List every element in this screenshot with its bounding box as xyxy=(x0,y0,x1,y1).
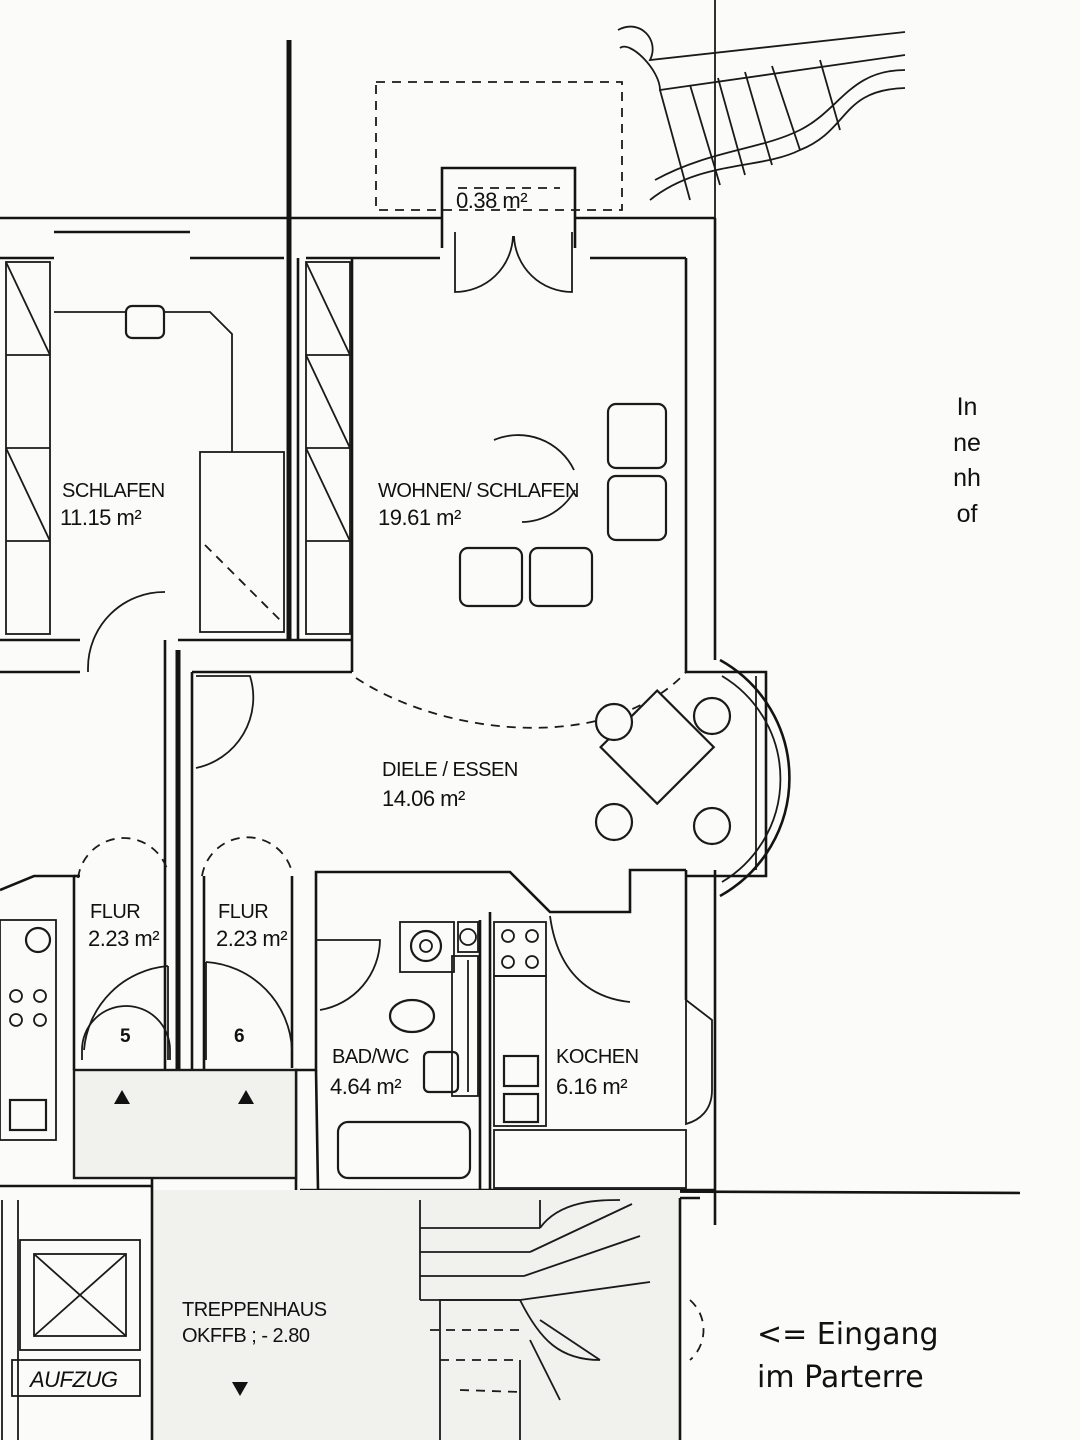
schlafen-door xyxy=(87,591,166,672)
flur-left-area: 2.23 m² xyxy=(88,926,159,951)
wohnen-area: 19.61 m² xyxy=(378,505,461,530)
courtyard-label: Innenhof xyxy=(953,393,981,528)
treppenhaus-level: OKFFB ; - 2.80 xyxy=(182,1325,310,1347)
dining-table xyxy=(594,689,732,846)
kochen-area: 6.16 m² xyxy=(556,1074,627,1099)
diele-label: DIELE / ESSEN xyxy=(382,759,518,781)
diele-area: 14.06 m² xyxy=(382,786,465,811)
flur-left-label: FLUR xyxy=(90,901,140,923)
flur-right-arc xyxy=(201,836,293,877)
arrow-down xyxy=(232,1382,248,1396)
treppenhaus-label: TREPPENHAUS xyxy=(182,1299,327,1321)
schlafen-area: 11.15 m² xyxy=(60,505,141,530)
entrance-note-line1: <= Eingang xyxy=(757,1317,939,1352)
flur-left-arc xyxy=(77,837,169,879)
door-number-6: 6 xyxy=(234,1026,245,1047)
schlafen-label: SCHLAFEN xyxy=(62,480,165,502)
arrow-6 xyxy=(238,1090,254,1104)
small-balcony xyxy=(375,81,623,218)
bay-window xyxy=(686,658,791,898)
entrance-landing xyxy=(72,1068,298,1180)
flur-right-label: FLUR xyxy=(218,901,268,923)
bad-area: 4.64 m² xyxy=(330,1074,401,1099)
wardrobe-left xyxy=(5,261,51,635)
bed xyxy=(54,304,285,633)
wardrobe-middle xyxy=(305,261,351,635)
door-number-5: 5 xyxy=(120,1026,131,1047)
neighbour-kitchen xyxy=(0,919,57,1141)
interior-walls xyxy=(0,40,354,1070)
courtyard-stair xyxy=(617,0,906,218)
diele-door xyxy=(195,675,255,769)
kochen-label: KOCHEN xyxy=(556,1046,639,1068)
bad-label: BAD/WC xyxy=(332,1046,409,1068)
kitchen-fixtures xyxy=(493,915,713,1189)
living-furniture xyxy=(355,402,687,729)
wohnen-label: WOHNEN/ SCHLAFEN xyxy=(378,480,579,502)
bathroom-fixtures xyxy=(316,921,479,1180)
balcony-area: 0.38 m² xyxy=(456,188,527,213)
stairwell xyxy=(0,1178,705,1440)
right-wall xyxy=(684,218,717,1225)
elevator-label: AUFZUG xyxy=(28,1367,118,1392)
top-wall xyxy=(0,216,715,260)
door-6 xyxy=(205,961,293,1060)
balcony-doors xyxy=(454,232,573,293)
door-5 xyxy=(81,965,171,1060)
entrance-note: <= Eingang im Parterre xyxy=(757,1313,939,1399)
flur-right-area: 2.23 m² xyxy=(216,926,287,951)
entrance-note-line2: im Parterre xyxy=(757,1360,924,1395)
elevator: AUFZUG xyxy=(11,1239,141,1397)
arrow-5 xyxy=(114,1090,130,1104)
